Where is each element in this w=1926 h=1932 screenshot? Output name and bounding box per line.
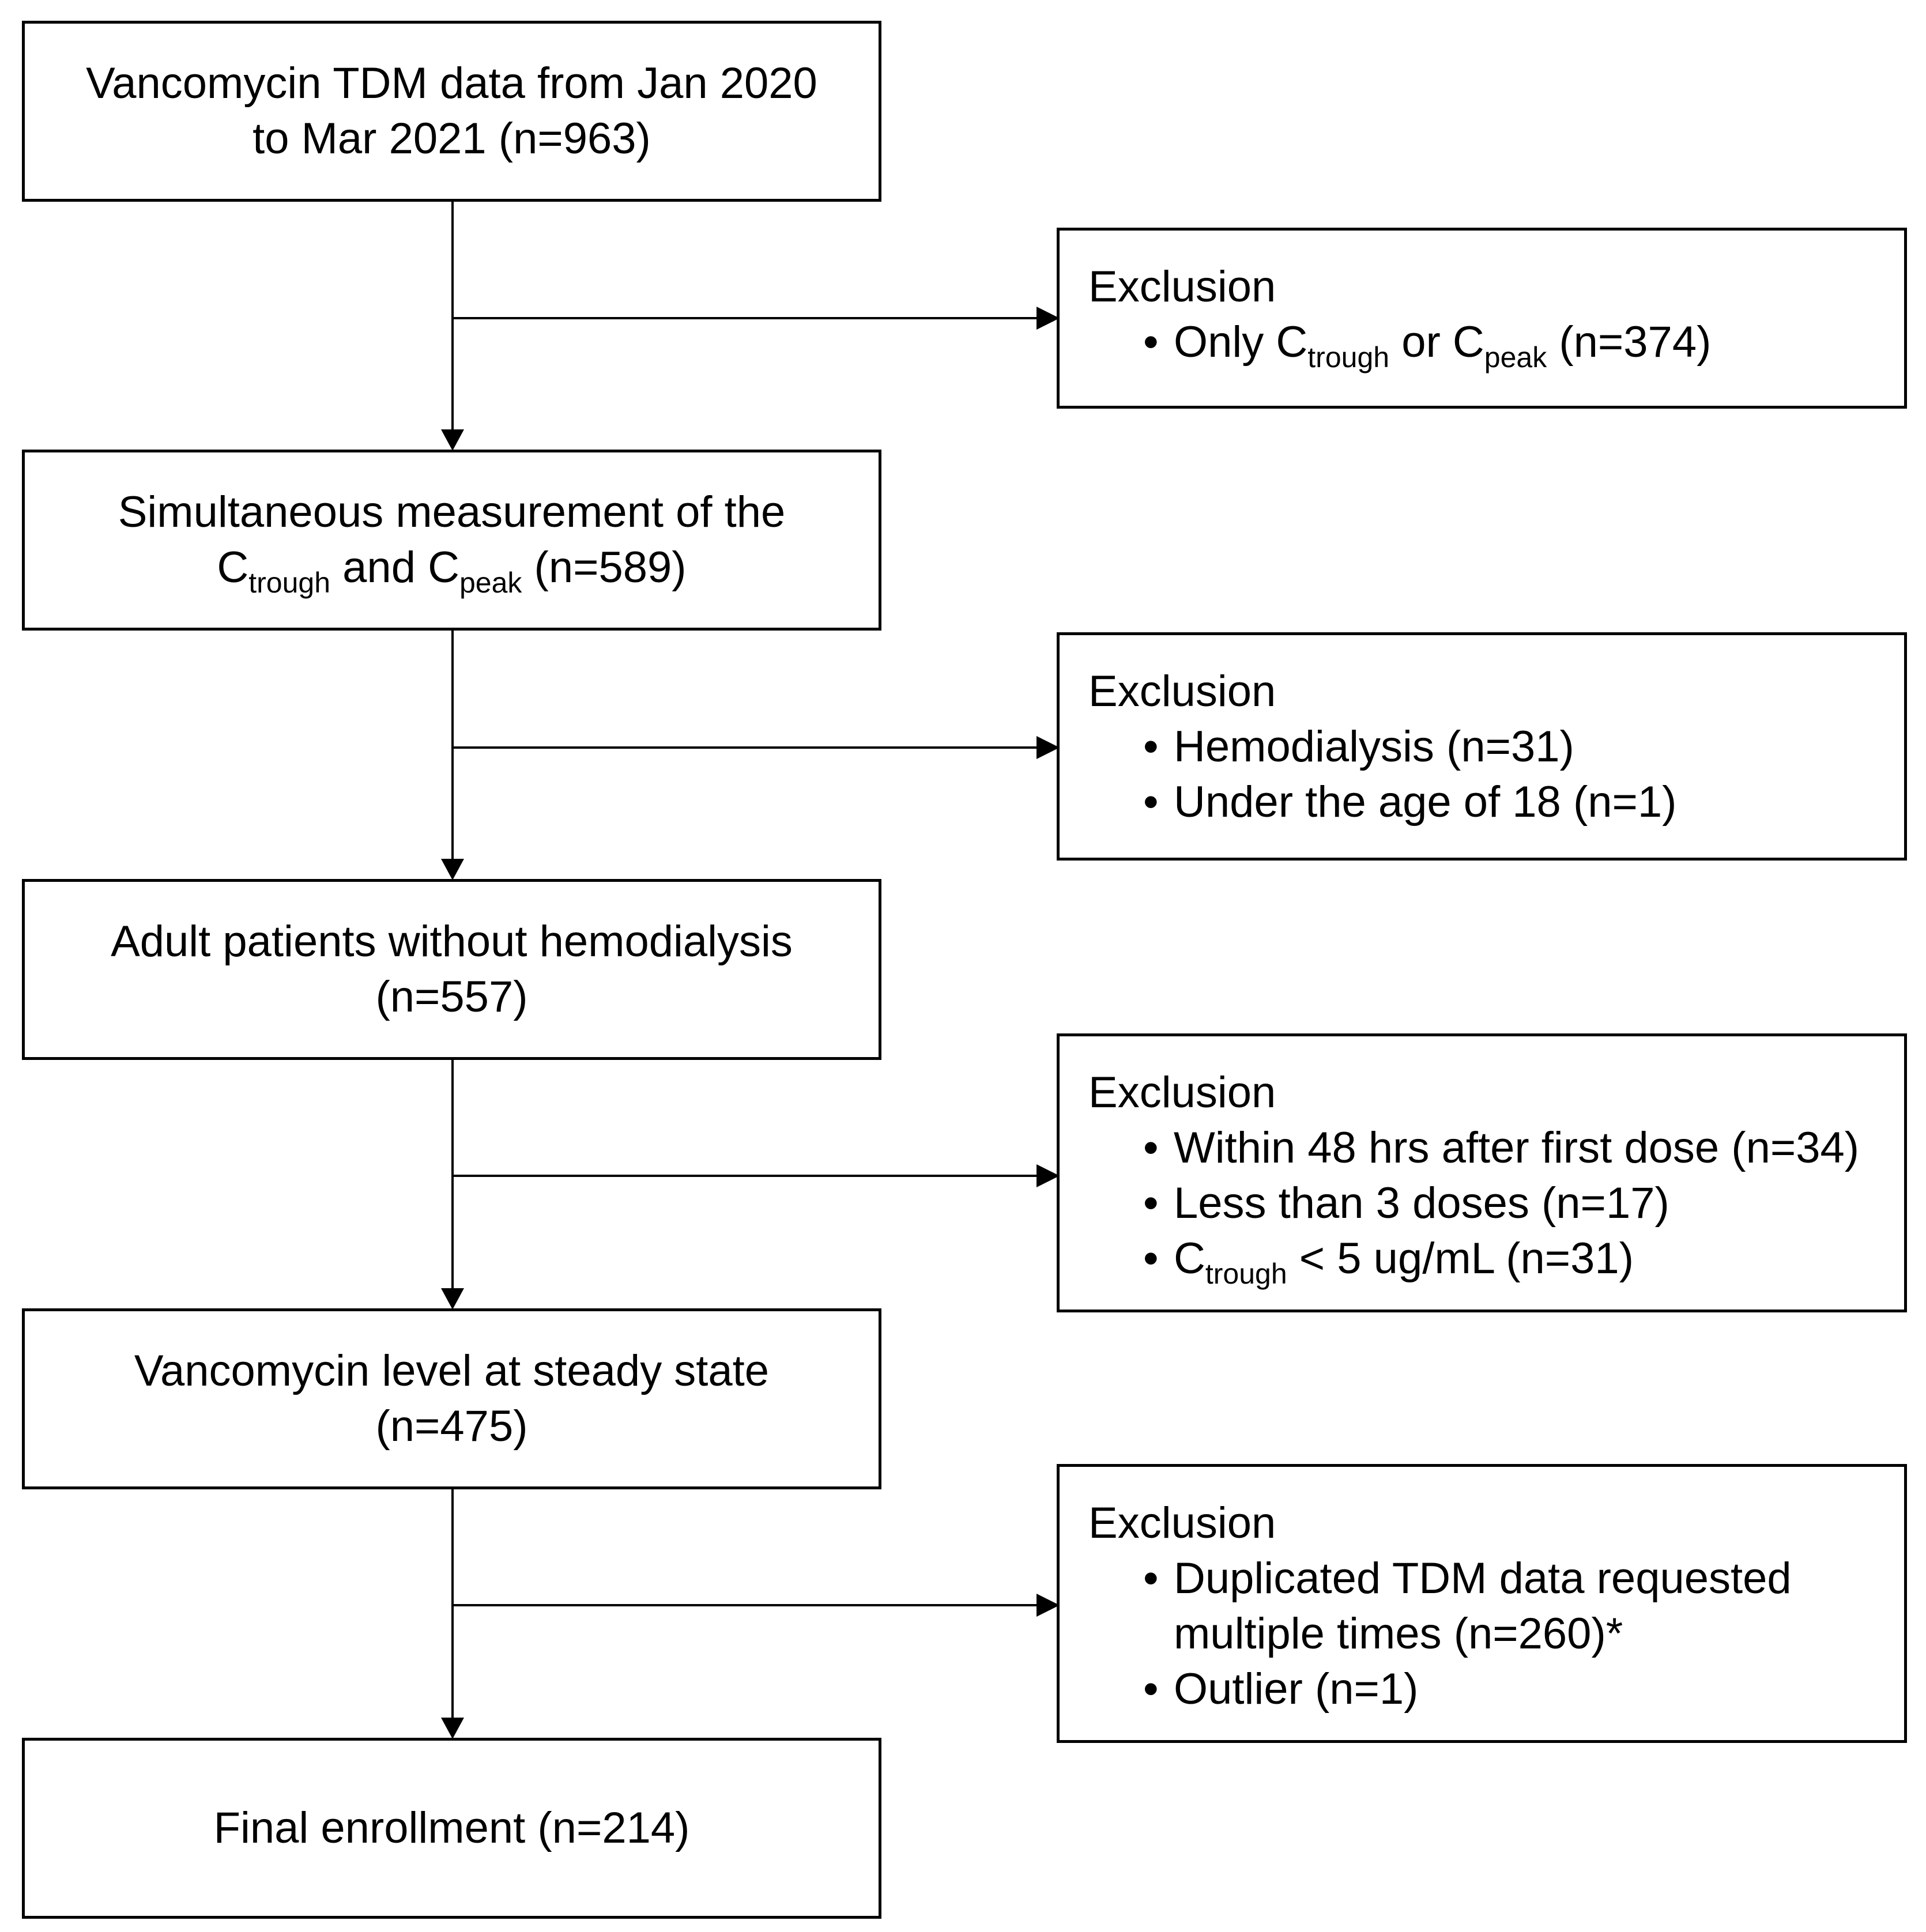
c-symbol: C: [217, 543, 249, 592]
arrowhead-down-4: [441, 1718, 464, 1739]
arrowhead-right-3: [1037, 1164, 1060, 1187]
main-box-initial-line2: to Mar 2021 (n=963): [252, 114, 651, 163]
trough-subscript: trough: [1307, 341, 1390, 373]
main-box-steady-line2: (n=475): [375, 1402, 528, 1451]
exclusion-box-4: Exclusion • Duplicated TDM data requeste…: [1057, 1464, 1907, 1743]
main-box-final-line1: Final enrollment (n=214): [213, 1803, 690, 1852]
exclusion-item-text: Outlier (n=1): [1174, 1665, 1419, 1714]
exclusion-item: • Outlier (n=1): [1088, 1662, 1904, 1717]
exclusion-item: • Within 48 hrs after first dose (n=34): [1088, 1120, 1904, 1176]
exclusion-item: • Duplicated TDM data requested multiple…: [1088, 1551, 1904, 1662]
or-c-text: or C: [1401, 318, 1484, 367]
bullet: •: [1143, 1179, 1159, 1228]
exclusion-item-text: Within 48 hrs after first dose (n=34): [1174, 1123, 1860, 1172]
count-text: (n=374): [1559, 318, 1712, 367]
exclusion-item: • Only Ctrough or Cpeak (n=374): [1088, 315, 1904, 373]
exclusion-item-text: Under the age of 18 (n=1): [1174, 778, 1677, 827]
main-box-simultaneous-line1: Simultaneous measurement of the: [118, 488, 786, 537]
exclusion-box-3: Exclusion • Within 48 hrs after first do…: [1057, 1033, 1907, 1312]
main-box-initial-data: Vancomycin TDM data from Jan 2020 to Mar…: [22, 21, 881, 202]
arrowhead-right-2: [1037, 736, 1060, 759]
main-box-adult-line1: Adult patients without hemodialysis: [111, 917, 793, 966]
exclusion-box-2: Exclusion • Hemodialysis (n=31) • Under …: [1057, 632, 1907, 861]
bullet: •: [1143, 778, 1159, 827]
arrowhead-right-4: [1037, 1594, 1060, 1617]
exclusion-item-text: Less than 3 doses (n=17): [1174, 1179, 1669, 1228]
arrowhead-down-1: [441, 429, 464, 451]
main-box-simultaneous-line2: Ctrough and Cpeak (n=589): [217, 540, 687, 597]
trough-subscript: trough: [1205, 1258, 1287, 1290]
peak-subscript: peak: [459, 567, 522, 599]
c-symbol: C: [1174, 1234, 1205, 1283]
exclusion-title: Exclusion: [1088, 262, 1276, 311]
exclusion-item: • Hemodialysis (n=31): [1088, 719, 1904, 775]
bullet: •: [1143, 318, 1159, 367]
main-box-adult-line2: (n=557): [375, 972, 528, 1021]
exclusion-item-text: Hemodialysis (n=31): [1174, 722, 1574, 771]
main-box-initial-line1: Vancomycin TDM data from Jan 2020: [86, 59, 817, 108]
exclusion-title: Exclusion: [1088, 1499, 1276, 1548]
bullet: •: [1143, 1554, 1159, 1603]
exclusion-item-text-continued: multiple times (n=260)*: [1174, 1609, 1623, 1658]
exclusion-item: • Ctrough < 5 ug/mL (n=31): [1088, 1231, 1904, 1288]
arrowhead-right-1: [1037, 307, 1060, 330]
exclusion-item: • Under the age of 18 (n=1): [1088, 775, 1904, 830]
trough-subscript: trough: [248, 567, 331, 599]
bullet: •: [1143, 1123, 1159, 1172]
main-box-adult-patients: Adult patients without hemodialysis (n=5…: [22, 879, 881, 1060]
exclusion-box-1: Exclusion • Only Ctrough or Cpeak (n=374…: [1057, 228, 1907, 409]
c-symbol: C: [428, 543, 459, 592]
bullet: •: [1143, 722, 1159, 771]
arrowhead-down-2: [441, 859, 464, 880]
arrowhead-down-3: [441, 1288, 464, 1310]
exclusion-item-text: Duplicated TDM data requested: [1174, 1554, 1792, 1603]
main-box-steady-line1: Vancomycin level at steady state: [134, 1346, 770, 1395]
count-text: (n=589): [534, 543, 687, 592]
only-c-text: Only C: [1174, 318, 1308, 367]
exclusion-title: Exclusion: [1088, 667, 1276, 716]
exclusion-title: Exclusion: [1088, 1068, 1276, 1117]
main-box-simultaneous-measurement: Simultaneous measurement of the Ctrough …: [22, 450, 881, 631]
exclusion-item-text: < 5 ug/mL (n=31): [1299, 1234, 1634, 1283]
main-box-steady-state: Vancomycin level at steady state (n=475): [22, 1308, 881, 1489]
peak-subscript: peak: [1484, 341, 1547, 373]
bullet: •: [1143, 1665, 1159, 1714]
bullet: •: [1143, 1234, 1159, 1283]
main-box-final-enrollment: Final enrollment (n=214): [22, 1738, 881, 1919]
and-text: and: [342, 543, 416, 592]
exclusion-item: • Less than 3 doses (n=17): [1088, 1176, 1904, 1231]
